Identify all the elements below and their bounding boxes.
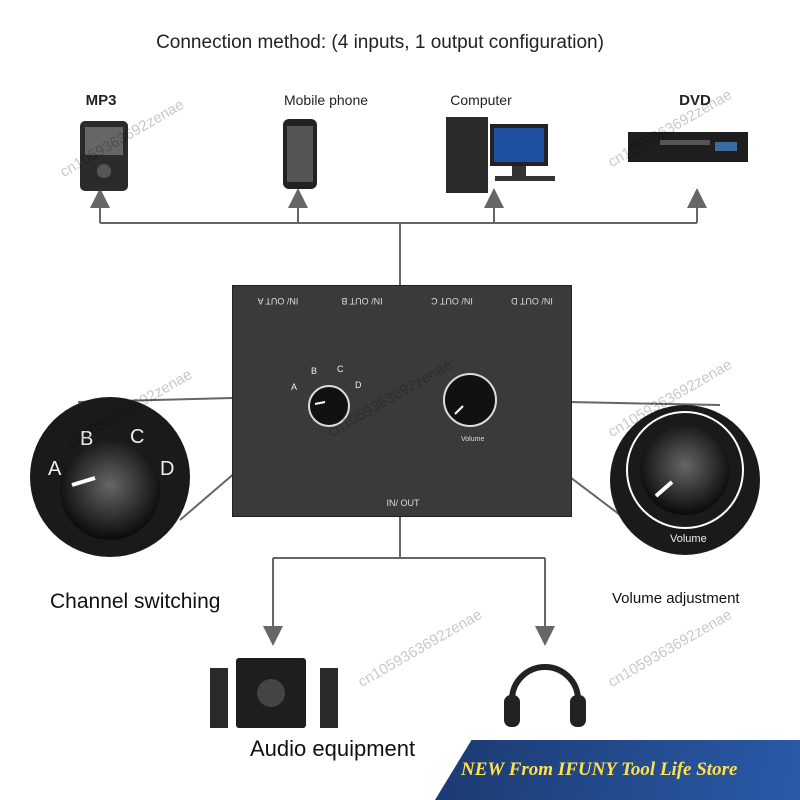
store-banner-text: NEW From IFUNY Tool Life Store [461,759,738,780]
box-letter-c: C [337,364,344,374]
zoom-volume-label: Volume [670,533,707,545]
audio-switch-box: IN/ OUT A IN/ OUT B IN/ OUT C IN/ OUT D … [232,285,572,517]
store-banner: NEW From IFUNY Tool Life Store [435,740,800,800]
page-title: Connection method: (4 inputs, 1 output c… [156,32,604,53]
box-knobs [308,373,497,427]
dvd-player-icon [628,132,748,162]
caption-volume-adjustment: Volume adjustment [612,590,740,607]
volume-knob-zoom [610,405,760,555]
zoom-letter-c: C [130,426,145,448]
device-label-dvd: DVD [679,92,711,109]
box-inout-label: IN/ OUT [386,498,420,508]
zoom-letter-a: A [48,458,62,480]
box-letter-d: D [355,380,362,390]
computer-icon [446,117,555,193]
box-volume-label: Volume [461,436,485,443]
box-letter-b: B [311,366,318,376]
caption-audio-equipment: Audio equipment [250,736,416,761]
mobile-phone-icon [283,119,317,189]
zoom-letter-b: B [80,428,94,450]
device-label-mp3: MP3 [85,92,117,109]
output-connectors [263,515,555,646]
box-letter-a: A [291,382,298,392]
device-label-computer: Computer [450,92,512,108]
input-connectors [90,188,707,285]
device-label-mobile: Mobile phone [283,92,369,108]
zoom-letter-d: D [160,458,175,480]
speakers-icon [210,658,338,728]
headphones-icon [504,664,586,727]
channel-knob-zoom [30,397,190,557]
mp3-player-icon [80,121,128,191]
caption-channel-switching: Channel switching [50,590,221,613]
